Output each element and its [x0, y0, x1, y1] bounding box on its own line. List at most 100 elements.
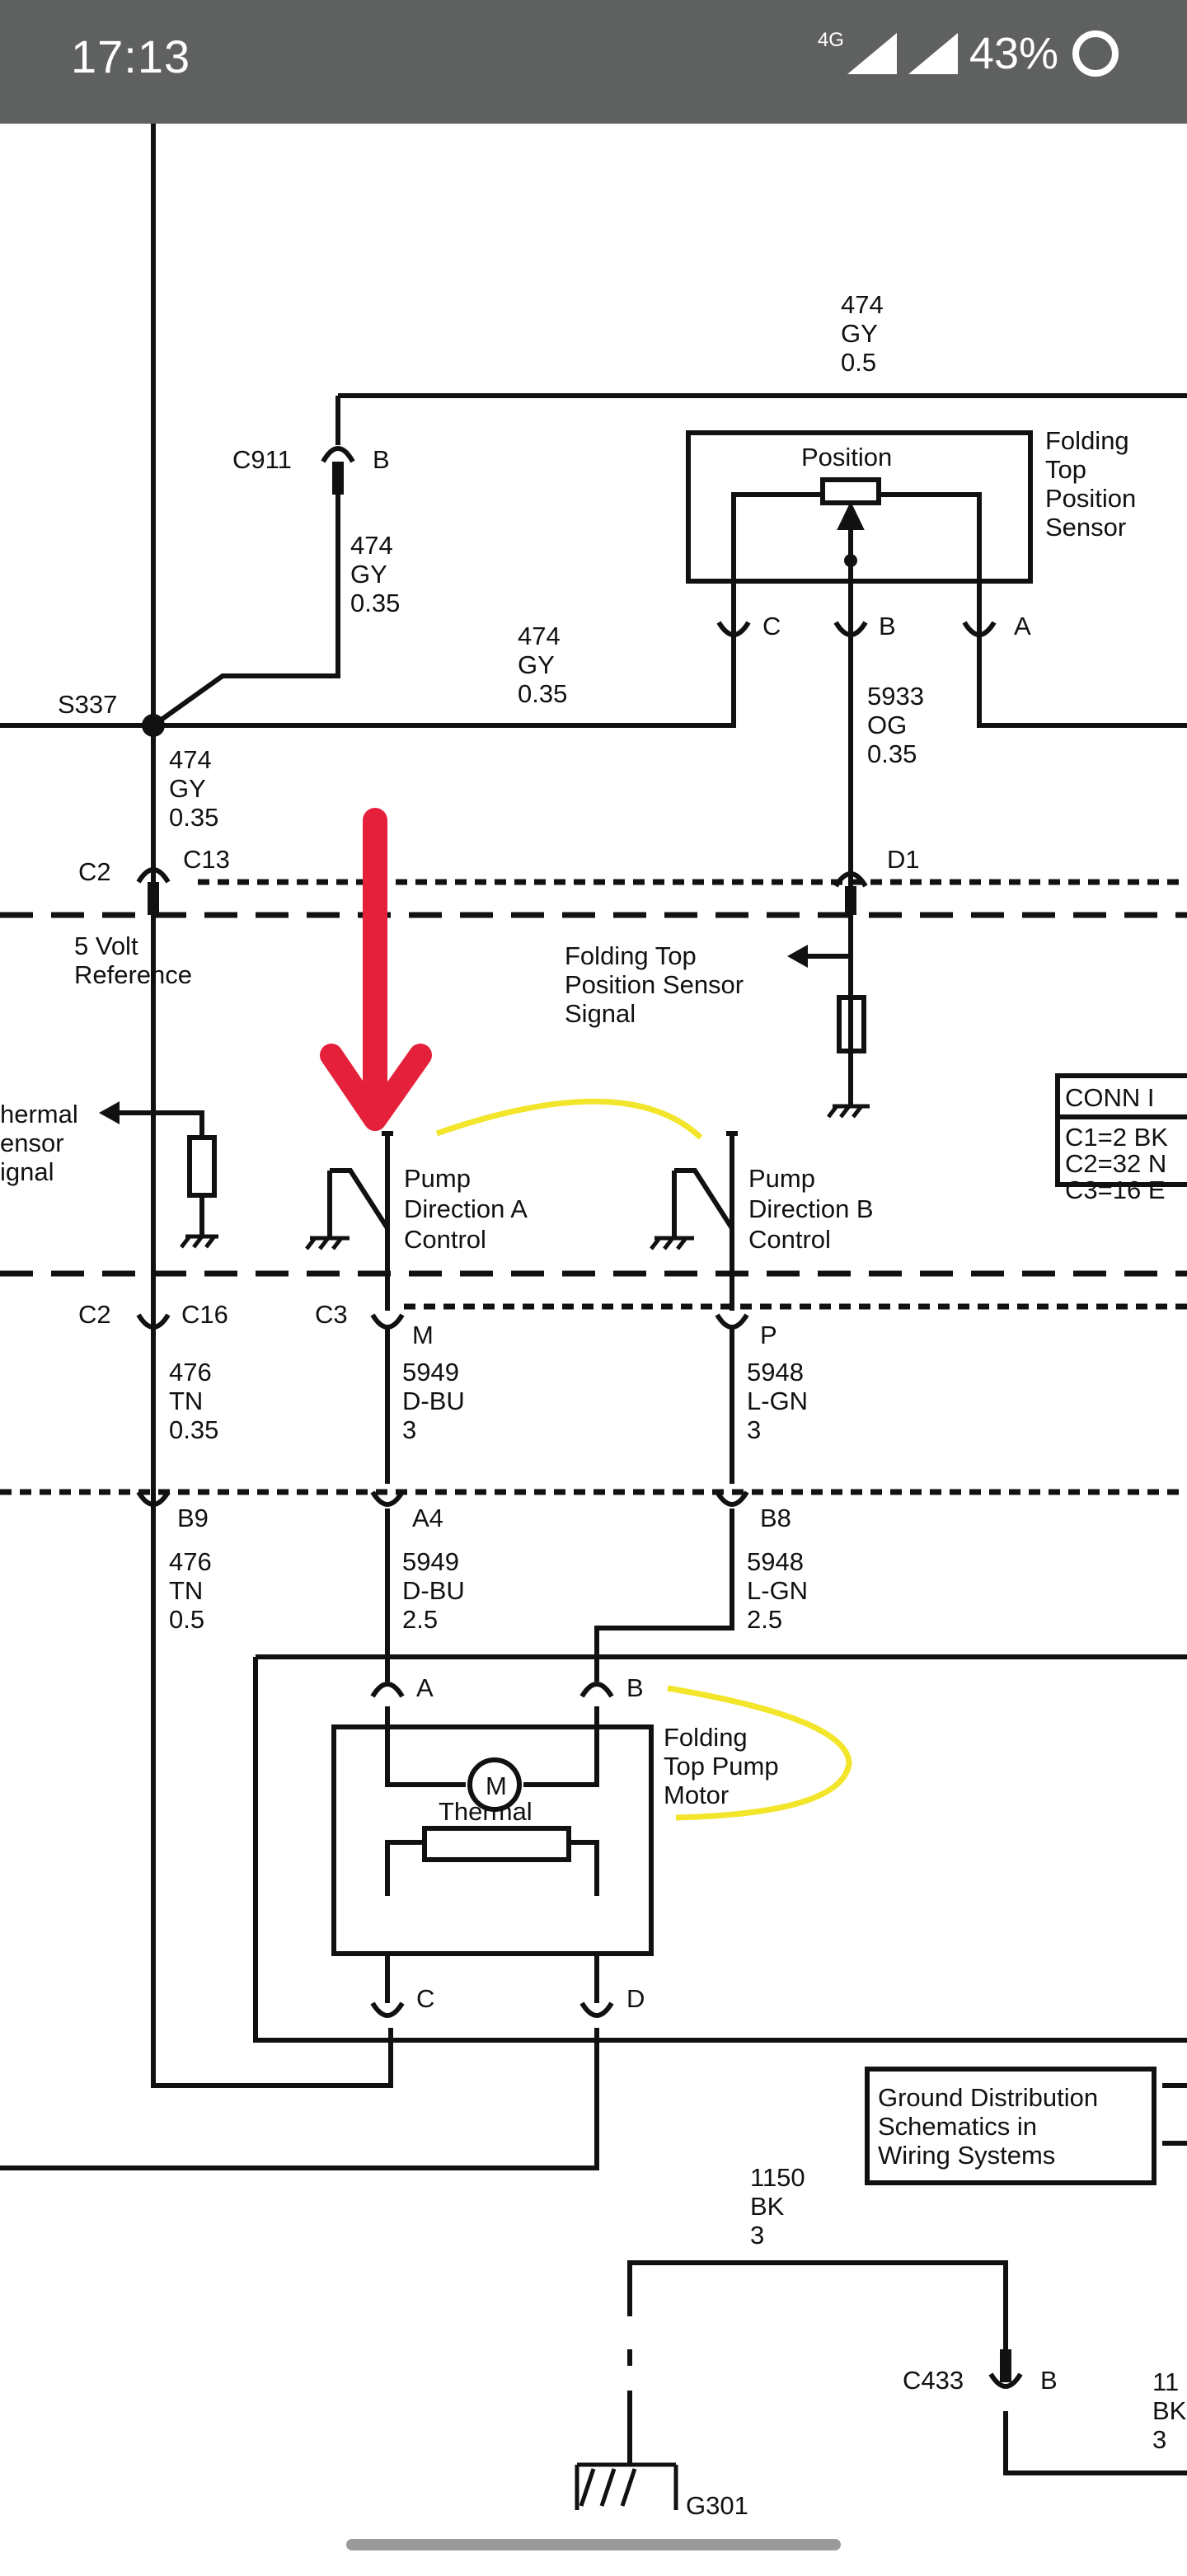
thermal-label: Thermal	[439, 1797, 533, 1826]
svg-text:Reference: Reference	[74, 960, 192, 989]
svg-text:D-BU: D-BU	[402, 1387, 465, 1415]
svg-text:3: 3	[402, 1415, 416, 1444]
svg-text:L-GN: L-GN	[747, 1576, 808, 1605]
gesture-nav-bar[interactable]	[346, 2539, 841, 2550]
svg-text:D: D	[626, 1984, 645, 2013]
svg-text:ignal: ignal	[0, 1157, 54, 1186]
svg-text:BK: BK	[750, 2192, 785, 2221]
battery-ring-icon	[1072, 30, 1119, 77]
svg-text:5949: 5949	[402, 1547, 459, 1576]
svg-text:Control: Control	[404, 1225, 486, 1254]
svg-text:5949: 5949	[402, 1358, 459, 1387]
svg-text:0.35: 0.35	[350, 589, 400, 617]
svg-text:GY: GY	[169, 774, 206, 803]
svg-text:5933: 5933	[867, 682, 924, 711]
svg-text:0.35: 0.35	[169, 1415, 218, 1444]
svg-text:0.5: 0.5	[841, 348, 876, 377]
wiring-diagram: 474 GY 0.5 C911 B 474 GY 0.35 474 GY 0.3…	[0, 124, 1187, 2572]
svg-text:Top: Top	[1045, 455, 1086, 484]
status-icons: 4G 43%	[818, 28, 1121, 79]
position-label: Position	[801, 443, 892, 472]
thermal-sensor-signal: hermal	[0, 1100, 78, 1128]
svg-text:Schematics in: Schematics in	[878, 2112, 1037, 2141]
svg-text:B: B	[373, 445, 390, 474]
splice-s337: S337	[58, 690, 117, 719]
five-volt-reference: 5 Volt	[74, 931, 138, 960]
svg-text:P: P	[760, 1321, 777, 1349]
wire-label-474-top: 474	[841, 290, 884, 319]
svg-text:11: 11	[1152, 2367, 1179, 2396]
svg-text:2.5: 2.5	[747, 1605, 782, 1634]
svg-text:Direction B: Direction B	[748, 1194, 874, 1223]
svg-text:A: A	[416, 1673, 434, 1702]
svg-text:M: M	[412, 1321, 434, 1349]
svg-text:D1: D1	[887, 845, 920, 874]
svg-text:474: 474	[350, 531, 393, 560]
svg-text:GY: GY	[350, 560, 387, 589]
svg-text:0.35: 0.35	[169, 803, 218, 832]
svg-text:ensor: ensor	[0, 1128, 64, 1157]
conn-table-title: CONN I	[1065, 1083, 1155, 1112]
pump-direction-b-control: Pump	[748, 1164, 815, 1193]
svg-text:5948: 5948	[747, 1547, 804, 1576]
battery-percent: 43%	[969, 29, 1058, 78]
svg-text:A4: A4	[412, 1504, 443, 1532]
svg-text:GY: GY	[518, 650, 555, 679]
yellow-swoosh-annotation	[667, 1685, 852, 1821]
svg-text:3: 3	[1152, 2425, 1166, 2454]
ground-g301: G301	[686, 2491, 748, 2520]
svg-text:5948: 5948	[747, 1358, 804, 1387]
svg-text:0.35: 0.35	[867, 739, 917, 768]
svg-text:B: B	[1040, 2366, 1058, 2395]
svg-text:Position Sensor: Position Sensor	[565, 970, 744, 999]
svg-text:GY: GY	[841, 319, 878, 348]
position-sensor-signal: Folding Top	[565, 941, 697, 970]
svg-text:A: A	[1014, 612, 1031, 640]
svg-text:B8: B8	[760, 1504, 791, 1532]
signal-icon	[908, 33, 958, 74]
svg-text:Position: Position	[1045, 484, 1136, 513]
svg-text:D-BU: D-BU	[402, 1576, 465, 1605]
svg-text:C13: C13	[183, 845, 230, 874]
svg-text:Top Pump: Top Pump	[664, 1752, 779, 1781]
svg-text:C2: C2	[78, 857, 111, 886]
signal-icon	[847, 33, 897, 74]
svg-text:C16: C16	[181, 1300, 228, 1329]
svg-text:2.5: 2.5	[402, 1605, 438, 1634]
svg-text:Sensor: Sensor	[1045, 513, 1126, 542]
svg-text:C3: C3	[315, 1300, 348, 1329]
svg-text:B: B	[879, 612, 896, 640]
motor-symbol: M	[486, 1771, 507, 1800]
svg-text:1150: 1150	[750, 2163, 805, 2192]
status-bar: 17:13 4G 43%	[0, 0, 1187, 124]
svg-text:B9: B9	[177, 1504, 209, 1532]
status-time: 17:13	[71, 30, 191, 82]
svg-text:476: 476	[169, 1547, 212, 1576]
svg-text:3: 3	[747, 1415, 761, 1444]
svg-text:Signal: Signal	[565, 999, 636, 1028]
wiring-schematic: 474 GY 0.5 C911 B 474 GY 0.35 474 GY 0.3…	[0, 124, 1187, 2520]
svg-text:Wiring Systems: Wiring Systems	[878, 2141, 1055, 2170]
svg-text:0.35: 0.35	[518, 679, 567, 708]
svg-text:TN: TN	[169, 1387, 203, 1415]
svg-text:TN: TN	[169, 1576, 203, 1605]
svg-text:C3=16 E: C3=16 E	[1065, 1175, 1166, 1204]
sensor-name: Folding	[1045, 426, 1129, 455]
pump-direction-a-control: Pump	[404, 1164, 471, 1193]
pump-motor-name: Folding	[664, 1723, 748, 1752]
connector-c433: C433	[903, 2366, 964, 2395]
svg-text:C: C	[416, 1984, 434, 2013]
svg-text:Direction A: Direction A	[404, 1194, 528, 1223]
svg-text:BK: BK	[1152, 2396, 1187, 2425]
svg-text:Control: Control	[748, 1225, 831, 1254]
svg-text:474: 474	[169, 745, 212, 774]
svg-text:0.5: 0.5	[169, 1605, 204, 1634]
svg-text:B: B	[626, 1673, 644, 1702]
svg-text:C2: C2	[78, 1300, 111, 1329]
svg-text:Motor: Motor	[664, 1781, 729, 1809]
connector-c911: C911	[232, 445, 292, 474]
svg-text:3: 3	[750, 2221, 764, 2250]
ground-distribution-box: Ground Distribution	[878, 2083, 1098, 2112]
svg-text:OG: OG	[867, 711, 907, 739]
svg-text:476: 476	[169, 1358, 212, 1387]
